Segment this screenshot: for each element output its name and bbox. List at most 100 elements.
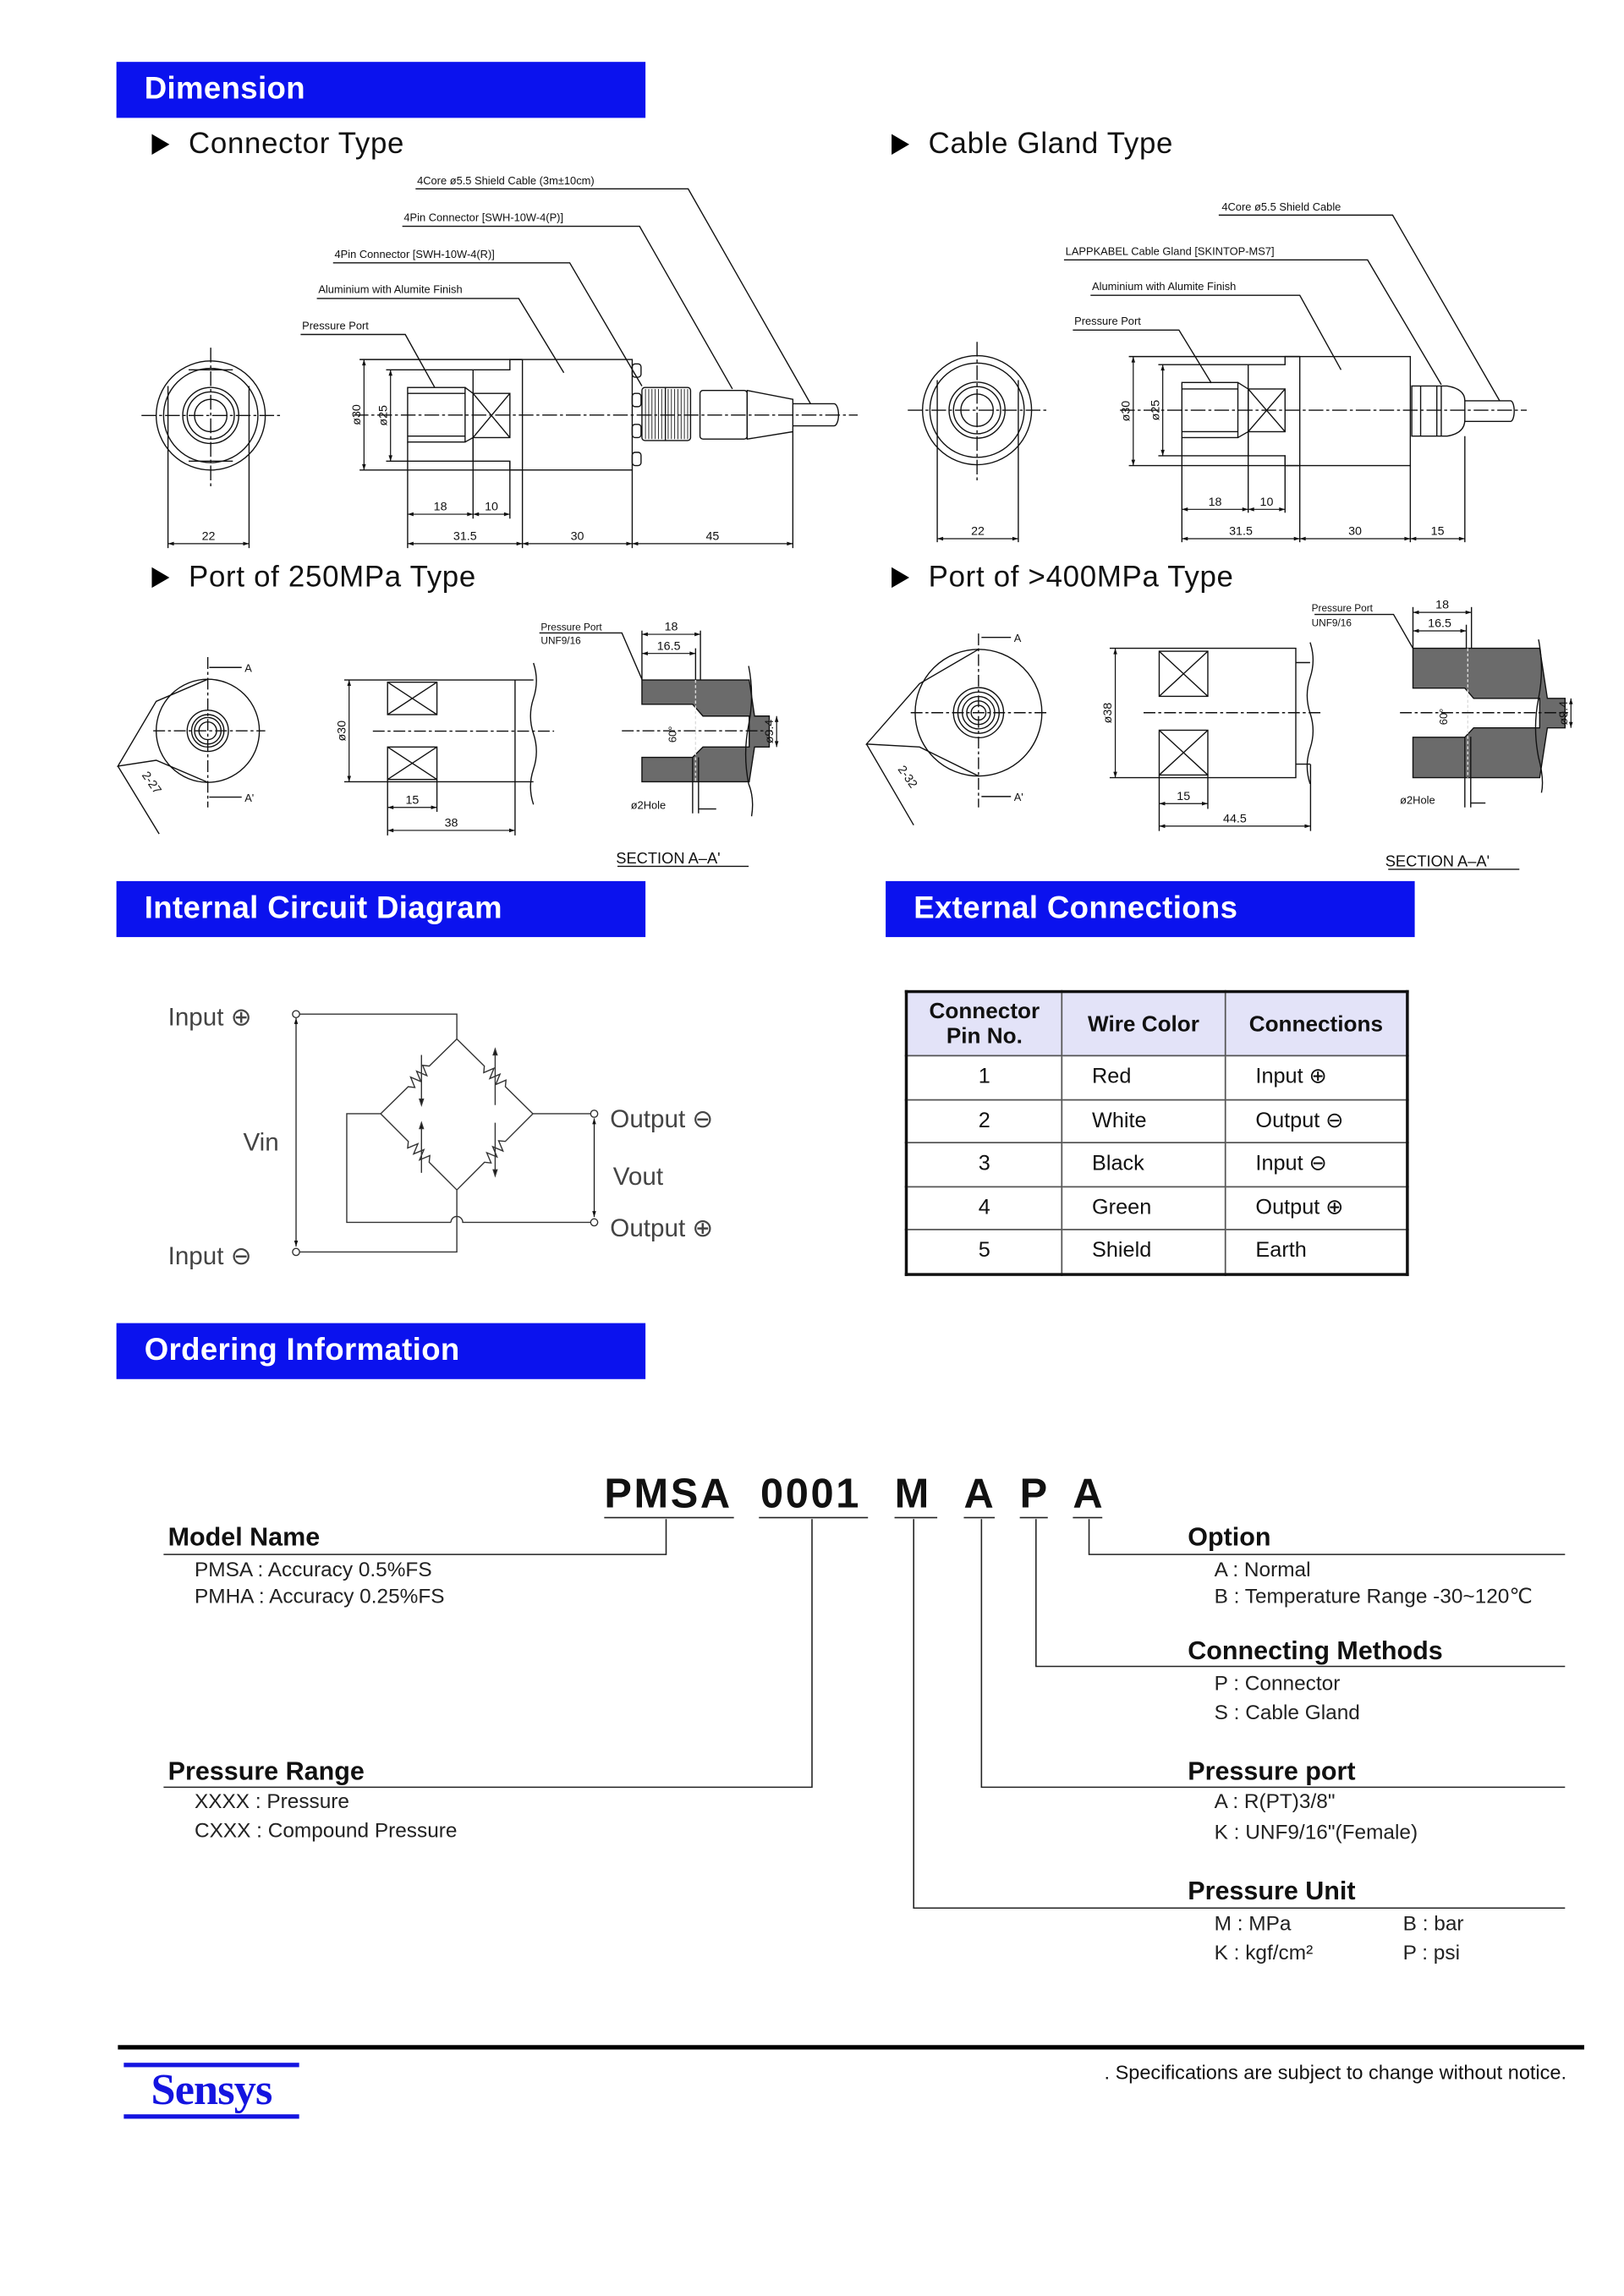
circuit-vin: Vin bbox=[243, 1129, 278, 1157]
label-port-thread: UNF9/16 bbox=[1312, 616, 1352, 628]
section-header-internal-circuit: Internal Circuit Diagram bbox=[116, 880, 646, 938]
ordering-connecting-methods-title: Connecting Methods bbox=[1188, 1635, 1443, 1665]
dimension-arrow bbox=[516, 541, 523, 546]
label-pressure-port: Pressure Port bbox=[1312, 602, 1374, 614]
label-body: Aluminium with Alumite Finish bbox=[1092, 280, 1236, 293]
dimension-arrow bbox=[243, 541, 250, 546]
connection-cell: Earth bbox=[1224, 1229, 1408, 1275]
section-mark-a-prime: A' bbox=[244, 792, 254, 804]
logo-bar-top bbox=[123, 2063, 299, 2068]
dimension-arrow bbox=[787, 541, 793, 546]
port250-section-view bbox=[539, 630, 772, 868]
ordering-item: A : R(PT)3/8" bbox=[1214, 1789, 1336, 1813]
dimension-arrow bbox=[1242, 507, 1248, 512]
label-angle: 60° bbox=[667, 726, 679, 743]
wire-cell: Shield bbox=[1061, 1229, 1226, 1275]
label-pressure-port: Pressure Port bbox=[540, 622, 602, 633]
ordering-item: PMSA : Accuracy 0.5%FS bbox=[194, 1557, 432, 1581]
dimension-arrow bbox=[1299, 536, 1306, 541]
dimension-arrow bbox=[641, 651, 648, 655]
dimension-arrow bbox=[407, 541, 414, 546]
subheading-text: Connector Type bbox=[189, 128, 405, 161]
subheading-connector-type: Connector Type bbox=[151, 127, 404, 162]
dimension-value: ø9.4 bbox=[763, 720, 776, 744]
dimension-value: 31.5 bbox=[1229, 525, 1253, 539]
pin-cell: 1 bbox=[905, 1055, 1063, 1100]
pin-cell: 3 bbox=[905, 1142, 1063, 1187]
dimension-arrow bbox=[388, 370, 392, 376]
dimension-value: 38 bbox=[445, 817, 458, 830]
dimension-arrow bbox=[1293, 536, 1300, 541]
ordering-item: CXXX : Compound Pressure bbox=[194, 1817, 458, 1842]
connection-cell: Input ⊕ bbox=[1224, 1055, 1408, 1100]
dimension-arrow bbox=[467, 512, 474, 517]
subheading-port-250: Port of 250MPa Type bbox=[151, 560, 476, 595]
section-header-ordering: Ordering Information bbox=[116, 1323, 646, 1379]
dimension-arrow bbox=[592, 1118, 596, 1125]
terminal-input-positive bbox=[292, 1010, 300, 1019]
gland-leader-lines bbox=[1063, 214, 1501, 402]
ordering-item: P : psi bbox=[1402, 1940, 1461, 1964]
dimension-value: 15 bbox=[1177, 790, 1190, 803]
dimension-arrow bbox=[937, 536, 944, 541]
wire-cell: Black bbox=[1061, 1142, 1226, 1187]
bridge-circuit bbox=[299, 1013, 591, 1253]
dimension-arrow bbox=[1113, 771, 1117, 778]
wire-cell: White bbox=[1061, 1098, 1226, 1143]
gland-front-view bbox=[908, 342, 1050, 543]
dimension-arrow bbox=[689, 651, 696, 655]
label-pressure-port: Pressure Port bbox=[302, 319, 369, 332]
dimension-arrow bbox=[1202, 801, 1208, 806]
port400-section-view bbox=[1314, 606, 1568, 870]
sensys-logo: Sensys bbox=[123, 2063, 299, 2119]
port400-front-view bbox=[864, 633, 1050, 826]
dimension-value: 22 bbox=[202, 530, 216, 544]
dimension-value: 30 bbox=[571, 530, 584, 544]
section-mark-a: A bbox=[1014, 632, 1022, 644]
connector-front-view bbox=[141, 348, 283, 549]
dimension-arrow bbox=[1159, 824, 1166, 829]
label-connector-r: 4Pin Connector [SWH-10W-4(R)] bbox=[334, 248, 494, 260]
footer-note: . Specifications are subject to change w… bbox=[1104, 2061, 1567, 2084]
subheading-text: Port of 250MPa Type bbox=[189, 561, 476, 595]
dimension-arrow bbox=[1404, 536, 1411, 541]
pin-cell: 4 bbox=[905, 1185, 1063, 1230]
dimension-arrow bbox=[407, 512, 414, 517]
dimension-arrow bbox=[503, 512, 510, 517]
ordering-item: S : Cable Gland bbox=[1214, 1700, 1360, 1724]
dimension-arrow bbox=[347, 775, 352, 782]
strain-gauge-resistor bbox=[380, 1038, 458, 1115]
dimension-arrow bbox=[1248, 507, 1254, 512]
port400-side-view bbox=[1109, 642, 1321, 831]
dimension-arrow bbox=[167, 541, 174, 546]
dimension-arrow bbox=[774, 741, 779, 748]
label-section: SECTION A–A' bbox=[1385, 852, 1490, 869]
connection-cell: Output ⊖ bbox=[1224, 1098, 1408, 1143]
label-gland: LAPPKABEL Cable Gland [SKINTOP-MS7] bbox=[1066, 244, 1275, 257]
label-cable: 4Core ø5.5 Shield Cable (3m±10cm) bbox=[417, 174, 595, 187]
label-cable: 4Core ø5.5 Shield Cable bbox=[1221, 200, 1341, 213]
circuit-input-negative: Input ⊖ bbox=[168, 1242, 252, 1270]
header-connections: Connections bbox=[1224, 990, 1408, 1057]
terminal-output-negative bbox=[590, 1110, 599, 1118]
dimension-arrow bbox=[1569, 698, 1573, 704]
ordering-model-name-title: Model Name bbox=[167, 1521, 321, 1552]
subheading-port-400: Port of >400MPa Type bbox=[892, 560, 1234, 595]
dimension-arrow bbox=[294, 1240, 299, 1247]
strain-gauge-resistor bbox=[380, 1113, 458, 1191]
label-connector-p: 4Pin Connector [SWH-10W-4(P)] bbox=[403, 211, 563, 223]
header-pin-line2: Pin No. bbox=[946, 1023, 1023, 1049]
port250-front-view bbox=[117, 657, 266, 835]
dimension-arrow bbox=[1413, 628, 1419, 633]
subheading-text: Cable Gland Type bbox=[928, 128, 1174, 161]
label-angle: 60° bbox=[1437, 709, 1450, 725]
dimension-arrow bbox=[387, 828, 394, 833]
ordering-option-title: Option bbox=[1188, 1521, 1271, 1552]
logo-wordmark: Sensys bbox=[151, 2065, 273, 2115]
label-body: Aluminium with Alumite Finish bbox=[318, 283, 462, 296]
ordering-leader-lines bbox=[163, 1516, 1566, 1910]
